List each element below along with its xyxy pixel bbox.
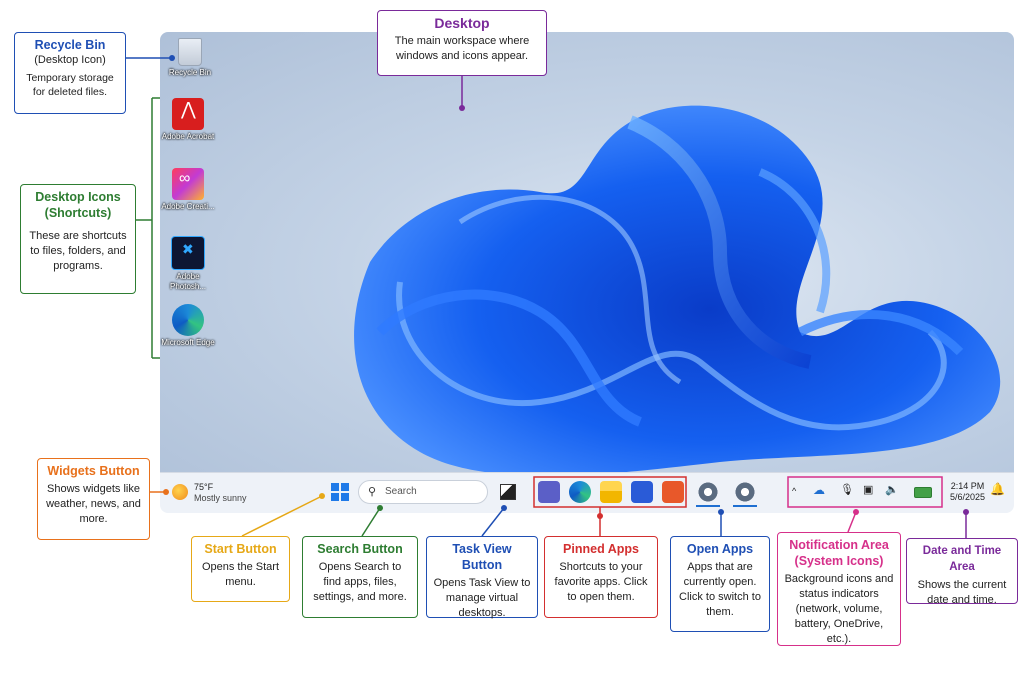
adobe-acrobat-icon: ⋀	[172, 98, 204, 130]
adobe-creative-cloud-shortcut[interactable]: ∞ Adobe Creati...	[160, 168, 218, 212]
callout-desktop: Desktop The main workspace where windows…	[377, 10, 547, 76]
adobe-acrobat-shortcut[interactable]: ⋀ Adobe Acrobat	[160, 98, 218, 142]
file-explorer-icon[interactable]	[600, 481, 622, 503]
volume-icon[interactable]: 🔈	[885, 484, 899, 496]
callout-open-apps-title: Open Apps	[686, 542, 754, 556]
callout-recycle-bin-title: Recycle Bin	[34, 38, 106, 52]
clock-time: 2:14 PM	[950, 481, 985, 491]
callout-desktop-title: Desktop	[434, 15, 490, 31]
edge-icon	[172, 304, 204, 336]
callout-start-title: Start Button	[204, 542, 277, 556]
callout-recycle-bin-desc: Temporary storage for deleted files.	[26, 72, 114, 98]
clock-date: 5/6/2025	[950, 492, 986, 502]
task-view-button[interactable]	[500, 484, 516, 500]
microphone-icon[interactable]: 🎙	[840, 484, 854, 496]
callout-notification-title: Notification Area (System Icons)	[789, 538, 889, 568]
creative-cloud-icon: ∞	[172, 168, 204, 200]
microsoft-store-icon[interactable]	[631, 481, 653, 503]
photoshop-icon: ✖	[171, 236, 205, 270]
callout-pinned-title: Pinned Apps	[563, 542, 639, 556]
desktop-area[interactable]: Recycle Bin ⋀ Adobe Acrobat ∞ Adobe Crea…	[160, 32, 1014, 472]
settings-gear-icon-2[interactable]	[734, 481, 756, 503]
callout-search-title: Search Button	[317, 542, 403, 556]
recycle-bin-image	[178, 38, 202, 66]
recycle-bin-icon[interactable]: Recycle Bin	[160, 38, 220, 78]
battery-icon[interactable]	[914, 487, 932, 498]
open-app-indicator-2	[733, 505, 757, 507]
settings-gear-icon[interactable]	[697, 481, 719, 503]
weather-temp: 75°F	[194, 482, 214, 492]
bell-icon[interactable]: 🔔	[990, 482, 1005, 496]
callout-datetime-desc: Shows the current date and time.	[917, 579, 1007, 606]
network-icon[interactable]: ▣	[863, 484, 874, 496]
callout-desktop-desc: The main workspace where windows and ico…	[394, 35, 530, 62]
callout-date-time: Date and Time Area Shows the current dat…	[906, 538, 1018, 606]
recycle-bin-label: Recycle Bin	[168, 68, 212, 77]
weather-desc: Mostly sunny	[194, 493, 247, 503]
search-icon: ⚲	[368, 486, 377, 498]
callout-start: Start Button Opens the Start menu.	[191, 536, 290, 602]
adobe-creative-label: Adobe Creati...	[161, 202, 215, 211]
callout-open-apps: Open Apps Apps that are currently open. …	[670, 536, 770, 632]
callout-notification-desc: Background icons and status indicators (…	[784, 573, 894, 645]
callout-search: Search Button Opens Search to find apps,…	[302, 536, 418, 618]
microsoft-edge-label: Microsoft Edge	[161, 338, 215, 347]
windows-logo-icon	[331, 483, 339, 491]
teams-icon[interactable]	[538, 481, 560, 503]
weather-sun-icon[interactable]	[172, 484, 188, 500]
callout-search-desc: Opens Search to find apps, files, settin…	[313, 561, 407, 603]
callout-start-desc: Opens the Start menu.	[201, 561, 280, 588]
callout-recycle-bin: Recycle Bin (Desktop Icon) Temporary sto…	[14, 32, 126, 114]
search-placeholder: Search	[385, 486, 417, 497]
date-time-area[interactable]: 2:14 PM 5/6/2025	[950, 481, 985, 503]
callout-recycle-bin-subtitle: (Desktop Icon)	[34, 54, 106, 66]
open-app-indicator	[696, 505, 720, 507]
callout-open-apps-desc: Apps that are currently open. Click to s…	[679, 561, 761, 618]
widgets-button[interactable]: 75°F Mostly sunny	[194, 482, 247, 504]
windows-bloom-wallpaper	[354, 105, 1001, 472]
start-button[interactable]	[331, 483, 349, 501]
chevron-up-icon[interactable]: ^	[792, 486, 797, 496]
microsoft-edge-shortcut[interactable]: Microsoft Edge	[160, 304, 218, 348]
callout-widgets: Widgets Button Shows widgets like weathe…	[37, 458, 150, 540]
callout-widgets-desc: Shows widgets like weather, news, and mo…	[46, 483, 141, 525]
callout-pinned-apps: Pinned Apps Shortcuts to your favorite a…	[544, 536, 658, 618]
adobe-photoshop-shortcut[interactable]: ✖ Adobe Photosh...	[160, 236, 218, 292]
search-button[interactable]: ⚲ Search	[358, 480, 488, 504]
callout-task-view: Task View Button Opens Task View to mana…	[426, 536, 538, 619]
snagit-icon[interactable]	[662, 481, 684, 503]
onedrive-cloud-icon[interactable]: ☁	[813, 483, 825, 497]
adobe-acrobat-label: Adobe Acrobat	[161, 132, 215, 141]
callout-task-view-desc: Opens Task View to manage virtual deskto…	[433, 577, 531, 619]
callout-task-view-title: Task View Button	[452, 542, 512, 572]
callout-desktop-icons-title: Desktop Icons (Shortcuts)	[35, 190, 121, 220]
callout-desktop-icons: Desktop Icons (Shortcuts) These are shor…	[20, 184, 136, 294]
callout-widgets-title: Widgets Button	[47, 464, 140, 478]
edge-taskbar-icon[interactable]	[569, 481, 591, 503]
callout-notification-area: Notification Area (System Icons) Backgro…	[777, 532, 901, 646]
adobe-photoshop-label: Adobe Photosh...	[169, 272, 207, 291]
callout-desktop-icons-desc: These are shortcuts to files, folders, a…	[29, 230, 127, 272]
callout-pinned-desc: Shortcuts to your favorite apps. Click t…	[554, 561, 648, 603]
callout-datetime-title: Date and Time Area	[922, 545, 1002, 573]
